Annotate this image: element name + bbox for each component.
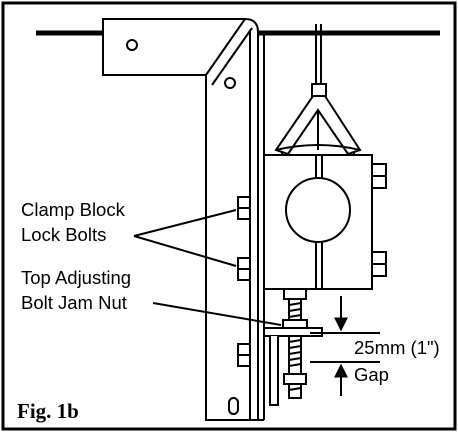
figure-caption: Fig. 1b (17, 399, 79, 423)
leader-lines (133, 209, 282, 326)
lock-bolt-lower (237, 257, 251, 281)
mounting-hole-lower (224, 77, 236, 89)
bracket-slot (228, 397, 239, 415)
label-bolt-jam-nut: Bolt Jam Nut (21, 292, 127, 313)
bracket-plate (102, 18, 265, 421)
label-lock-bolts: Lock Bolts (21, 224, 106, 245)
adjusting-bolt (263, 288, 323, 406)
label-clamp-block: Clamp Block (21, 199, 126, 220)
gap-dimension (310, 296, 380, 396)
clamp-bolt-heads (371, 163, 387, 277)
clamp-block (263, 154, 373, 290)
lock-bolt-upper (237, 196, 251, 220)
label-gap: Gap (354, 364, 389, 385)
label-top-adjusting: Top Adjusting (21, 267, 131, 288)
mounting-hole-upper (126, 39, 138, 51)
bracket-bolt-bottom (237, 343, 251, 367)
label-gap-size: 25mm (1") (354, 337, 440, 358)
wire-hanger (274, 24, 362, 160)
